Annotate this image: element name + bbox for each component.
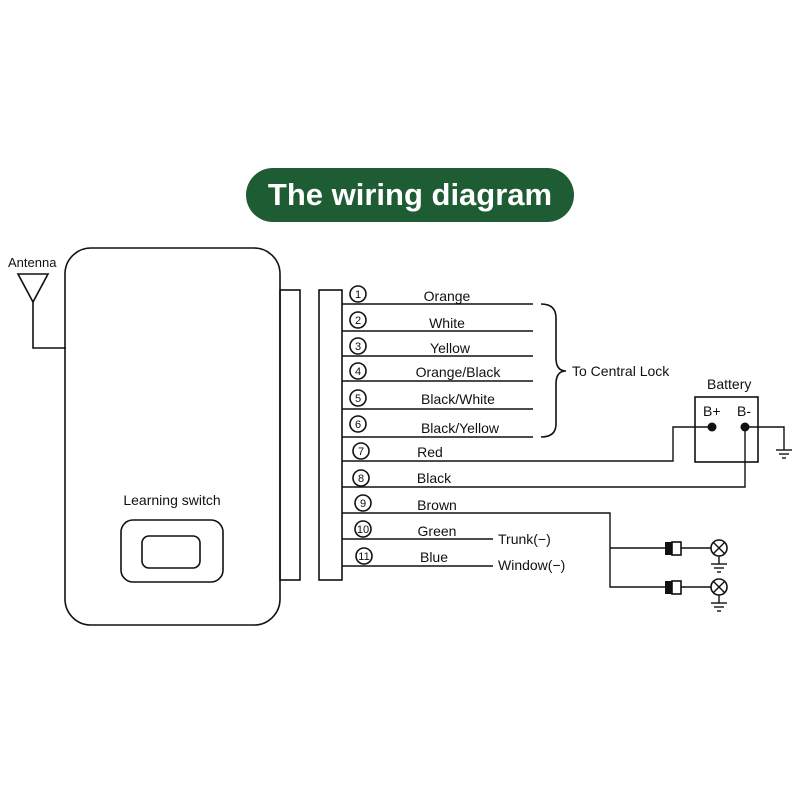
- antenna-label: Antenna: [8, 255, 57, 270]
- wire-number: 4: [355, 366, 361, 378]
- black-wire-to-negative: [342, 427, 746, 488]
- wire-color-label: Green: [418, 523, 457, 539]
- wire-7: 7 Red: [352, 442, 443, 460]
- wire-color-label: Blue: [420, 549, 448, 565]
- diode-body: [671, 541, 682, 556]
- battery-ground-wire: [745, 426, 785, 450]
- trunk-output-label: Trunk(−): [498, 531, 551, 547]
- wire-2: 2 White: [342, 311, 533, 332]
- wire-number: 5: [355, 393, 361, 405]
- antenna: Antenna: [8, 255, 66, 349]
- wire-number: 6: [355, 419, 361, 431]
- wire-number-circle: [354, 494, 372, 512]
- wire-color-label: Black/Yellow: [421, 420, 500, 436]
- wire-8: 8 Black: [352, 469, 452, 487]
- diode-icon: [665, 542, 672, 555]
- diode-body: [671, 580, 682, 595]
- wire-number-circle: [349, 389, 367, 407]
- wire-color-label: White: [429, 315, 465, 331]
- title-banner: The wiring diagram: [246, 168, 574, 222]
- wire-number: 1: [355, 289, 361, 301]
- wire-number-circle: [355, 547, 373, 565]
- learning-switch-label: Learning switch: [123, 492, 220, 508]
- brown-wire: [342, 512, 665, 588]
- wire-number: 11: [358, 551, 369, 563]
- wire-number-circle: [349, 311, 367, 329]
- trunk-diode-lamp: [665, 539, 728, 573]
- page-title: The wiring diagram: [268, 177, 552, 212]
- wire-10: 10 Green: [342, 520, 493, 540]
- wire-number-circle: [349, 285, 367, 303]
- wire-connector: [318, 289, 343, 581]
- wire-number-circle: [352, 469, 370, 487]
- wire-harness: 1 Orange 2 White 3 Yellow 4 Orange/Black…: [342, 285, 533, 567]
- ground-icon: [776, 449, 792, 459]
- wire-11: 11 Blue: [342, 547, 493, 567]
- wire-1: 1 Orange: [342, 285, 533, 305]
- wire-number: 8: [358, 473, 364, 485]
- wire-number-circle: [349, 415, 367, 433]
- wire-number-circle: [354, 520, 372, 538]
- battery-box: [694, 396, 759, 463]
- diode-icon: [665, 581, 672, 594]
- wire-color-label: Orange: [424, 288, 471, 304]
- wire-4: 4 Orange/Black: [342, 362, 533, 382]
- ground-icon: [711, 602, 727, 612]
- wire-number-circle: [349, 362, 367, 380]
- wire-number: 3: [355, 341, 361, 353]
- central-lock-brace: [540, 303, 567, 438]
- wire-number: 7: [358, 446, 364, 458]
- lamp-icon: [710, 578, 728, 596]
- title-pill: [246, 168, 574, 222]
- module-side-plate: [279, 289, 301, 581]
- battery-negative-label: B-: [737, 403, 751, 419]
- antenna-wire: [32, 302, 66, 349]
- wire-color-label: Orange/Black: [416, 364, 502, 380]
- wire-number: 9: [360, 498, 366, 510]
- wire-number: 10: [357, 524, 369, 536]
- wire-number: 2: [355, 315, 361, 327]
- wire-3: 3 Yellow: [342, 337, 533, 357]
- central-lock-group: To Central Lock: [540, 303, 670, 438]
- battery-label: Battery: [707, 376, 751, 392]
- wire-number-circle: [352, 442, 370, 460]
- lamp-icon: [710, 539, 728, 557]
- wire-6: 6 Black/Yellow: [342, 415, 533, 438]
- window-diode-lamp: [665, 578, 728, 612]
- central-lock-label: To Central Lock: [572, 363, 670, 379]
- window-output-label: Window(−): [498, 557, 565, 573]
- antenna-icon: [16, 273, 50, 304]
- wire-color-label: Red: [417, 444, 443, 460]
- wire-9: 9 Brown: [354, 494, 457, 513]
- wire-color-label: Black: [417, 470, 452, 486]
- wire-color-label: Brown: [417, 497, 457, 513]
- red-wire-to-positive: [342, 426, 712, 462]
- battery-positive-label: B+: [703, 403, 721, 419]
- wire-number-circle: [349, 337, 367, 355]
- learning-switch-frame: [120, 519, 224, 583]
- ground-icon: [711, 563, 727, 573]
- wire-color-label: Black/White: [421, 391, 495, 407]
- learning-switch-button[interactable]: [141, 535, 201, 569]
- wire-color-label: Yellow: [430, 340, 471, 356]
- battery: Battery B+ B-: [694, 376, 792, 463]
- control-module: Learning switch: [64, 247, 301, 626]
- wire-5: 5 Black/White: [342, 389, 533, 410]
